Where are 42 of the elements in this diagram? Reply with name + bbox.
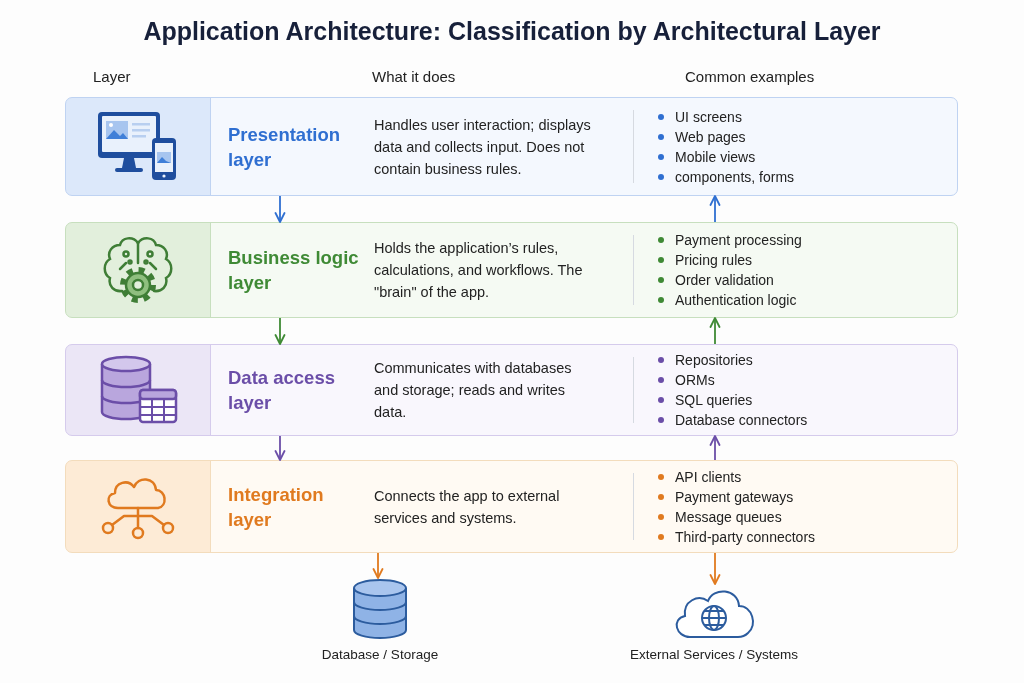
- example-item: Pricing rules: [675, 251, 753, 269]
- example-item: ORMs: [675, 371, 715, 389]
- arrow: [274, 195, 286, 223]
- diagram-title: Application Architecture: Classification by Architectural Layer: [143, 16, 881, 46]
- layer-band: [65, 344, 958, 436]
- layer-name: Integration layer: [228, 482, 325, 532]
- layer-name: Data access layer: [228, 366, 336, 415]
- example-item: API clients: [675, 467, 742, 486]
- column-header: What it does: [372, 68, 456, 86]
- arrow: [372, 552, 384, 579]
- layer-description: Connects the app to external services and systems.: [374, 486, 561, 528]
- node-caption: Database / Storage: [321, 646, 439, 663]
- example-item: UI screens: [675, 107, 742, 126]
- example-item: Payment gateways: [675, 487, 794, 506]
- example-item: Payment processing: [675, 231, 802, 249]
- example-item: SQL queries: [675, 391, 753, 409]
- arrow: [709, 435, 721, 461]
- example-item: Message queues: [675, 507, 782, 526]
- example-item: components, forms: [675, 167, 795, 186]
- arrow: [274, 317, 286, 345]
- arrow: [274, 435, 286, 461]
- arrow: [709, 317, 721, 345]
- example-item: Order validation: [675, 271, 774, 289]
- layer-name: Presentation layer: [228, 122, 342, 172]
- layer-name: Business logic layer: [228, 246, 360, 295]
- arrow: [709, 195, 721, 223]
- example-item: Repositories: [675, 351, 753, 369]
- column-header: Layer: [93, 68, 131, 86]
- example-item: Authentication logic: [675, 291, 797, 309]
- example-item: Mobile views: [675, 147, 756, 166]
- layer-band: [65, 222, 958, 318]
- example-item: Third-party connectors: [675, 527, 816, 546]
- layer-description: Handles user interaction; displays data and collects input. Does not contain business rules.: [374, 115, 592, 179]
- example-item: Web pages: [675, 127, 746, 146]
- arrow: [709, 552, 721, 585]
- column-header: Common examples: [685, 68, 815, 86]
- layer-band: [65, 460, 958, 553]
- node-caption: External Services / Systems: [629, 646, 799, 663]
- layer-band: [65, 97, 958, 196]
- layer-description: Communicates with databases and storage; reads and writes data.: [374, 359, 573, 422]
- layer-description: Holds the application’s rules, calculations, and workflows. The "brain" of the app.: [374, 239, 584, 302]
- example-item: Database connectors: [675, 411, 808, 429]
